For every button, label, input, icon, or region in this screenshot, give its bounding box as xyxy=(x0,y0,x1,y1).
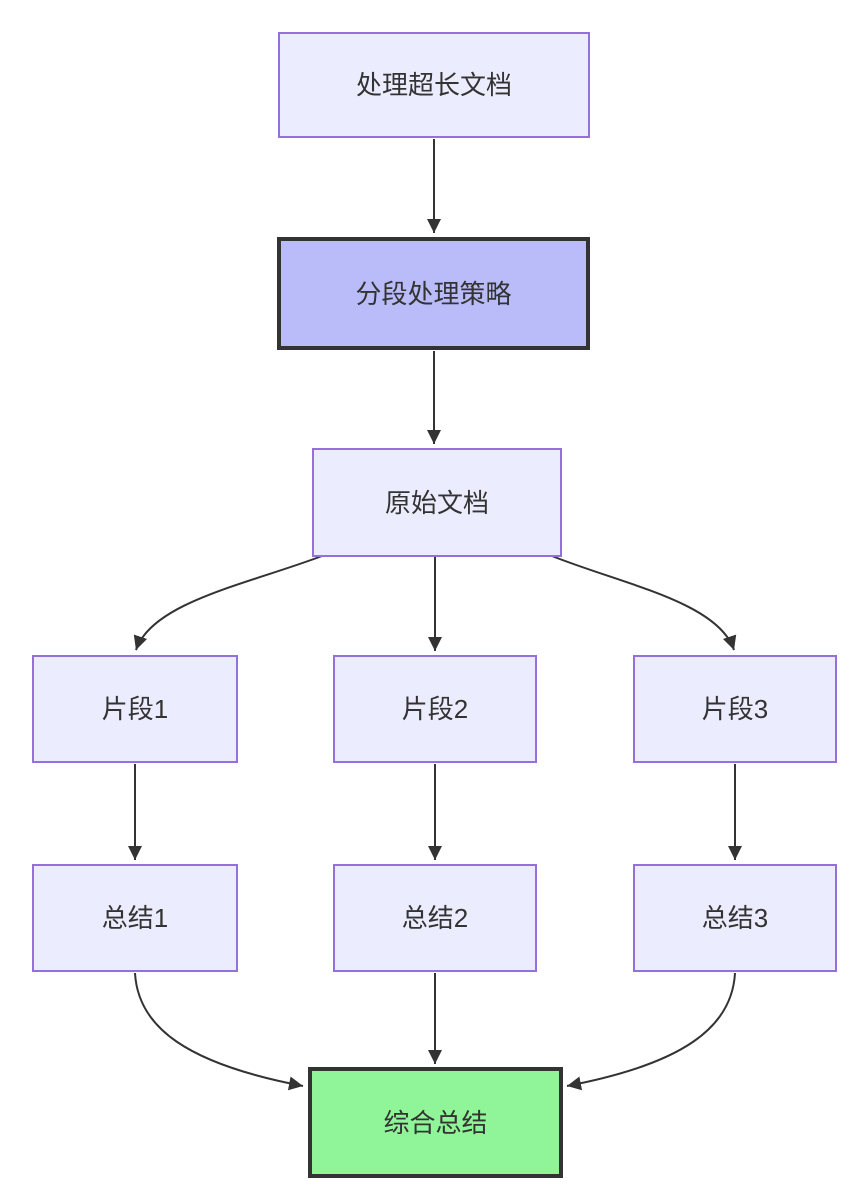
node-summary-3-label: 总结3 xyxy=(701,903,769,933)
node-strategy: 分段处理策略 xyxy=(277,237,590,350)
node-segment-3: 片段3 xyxy=(633,655,837,763)
edge-source-to-segment-1 xyxy=(133,555,323,651)
node-source-doc-label: 原始文档 xyxy=(384,487,489,518)
node-strategy-label: 分段处理策略 xyxy=(355,278,512,309)
node-summary-1-label: 总结1 xyxy=(101,903,169,933)
node-process-doc-label: 处理超长文档 xyxy=(355,70,512,100)
edge-summary-3-to-final xyxy=(566,972,736,1091)
node-summary-3: 总结3 xyxy=(633,864,837,972)
node-process-doc: 处理超长文档 xyxy=(278,32,590,138)
node-final-summary-label: 综合总结 xyxy=(383,1107,488,1138)
node-segment-1-label: 片段1 xyxy=(101,694,169,724)
node-segment-1: 片段1 xyxy=(32,655,238,763)
edge-source-to-segment-3 xyxy=(551,555,737,651)
node-segment-2: 片段2 xyxy=(333,655,537,763)
edge-summary-1-to-final xyxy=(134,972,304,1091)
node-segment-2-label: 片段2 xyxy=(401,694,469,724)
node-source-doc: 原始文档 xyxy=(312,448,562,557)
node-summary-2-label: 总结2 xyxy=(401,903,469,933)
node-summary-2: 总结2 xyxy=(333,864,537,972)
node-segment-3-label: 片段3 xyxy=(701,694,769,724)
node-final-summary: 综合总结 xyxy=(308,1067,563,1178)
node-summary-1: 总结1 xyxy=(32,864,238,972)
